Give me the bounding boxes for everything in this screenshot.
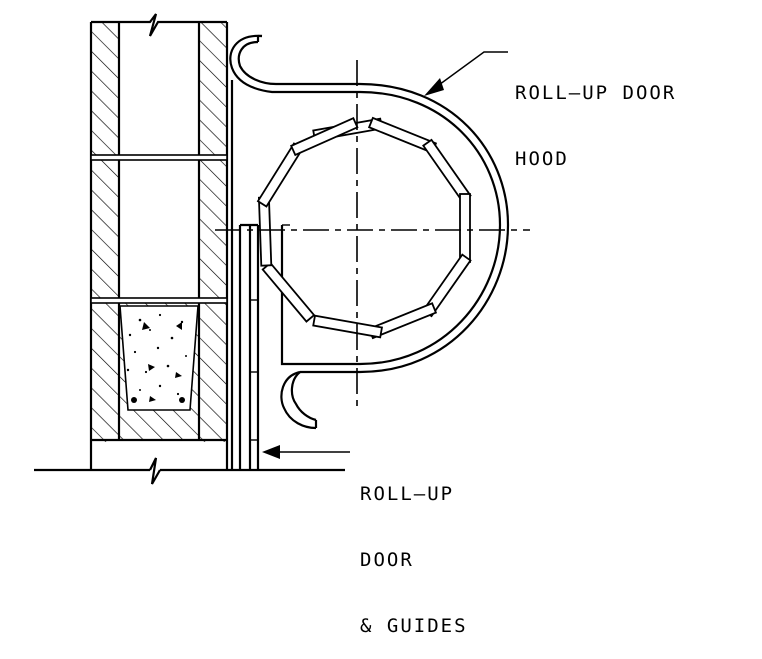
door-slat: [257, 196, 273, 267]
door-slat: [422, 138, 472, 203]
centerlines: [215, 60, 530, 410]
bed-joint: [90, 154, 228, 161]
bed-joint: [90, 297, 228, 304]
roll-up-door-hood: [229, 34, 510, 430]
drawing-canvas: [34, 13, 530, 485]
grade-line: [34, 457, 345, 485]
door-label-line-2: DOOR: [360, 549, 414, 571]
door-label-line-1: ROLL–UP: [360, 483, 455, 505]
hood-label: ROLL–UP DOOR HOOD: [515, 38, 676, 192]
leader-arrow-icon: [262, 445, 280, 459]
door-slat: [459, 193, 471, 263]
hood-label-line-2: HOOD: [515, 148, 569, 170]
hood-leader: [424, 51, 508, 96]
concrete-aggregate-icon: [126, 313, 187, 403]
left-block-face: [91, 22, 119, 442]
door-label: ROLL–UP DOOR & GUIDES: [360, 439, 468, 659]
grout-core: [119, 305, 199, 411]
detail-drawing: ROLL–UP DOOR HOOD ROLL–UP DOOR & GUIDES: [34, 13, 676, 637]
leader-arrow-icon: [424, 78, 444, 96]
door-slat: [290, 117, 359, 157]
door-label-line-3: & GUIDES: [360, 615, 468, 637]
break-symbol-icon: [140, 13, 170, 37]
door-slat: [312, 314, 383, 339]
door-guides: [230, 80, 260, 470]
door-slat: [261, 261, 316, 323]
door-leader: [262, 445, 350, 459]
masonry-wall: [89, 13, 229, 470]
right-block-face: [199, 22, 227, 442]
rolled-door-slats: [256, 116, 472, 340]
hood-label-line-1: ROLL–UP DOOR: [515, 82, 677, 104]
